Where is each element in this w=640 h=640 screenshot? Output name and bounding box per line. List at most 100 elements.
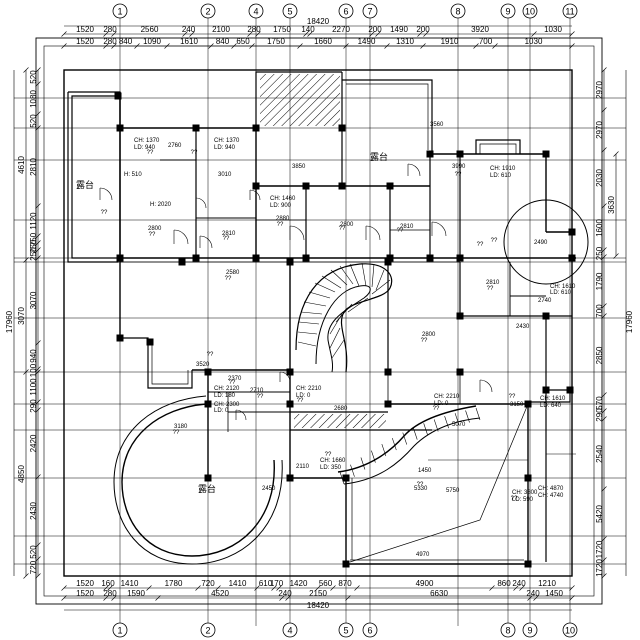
dimension-total: 17960 xyxy=(5,310,14,333)
column xyxy=(116,254,124,262)
dimension-value: 200 xyxy=(416,25,430,34)
dimension-value: 250 xyxy=(29,239,38,253)
dimension-value: 1410 xyxy=(229,579,247,588)
dimension-value: 1490 xyxy=(358,37,376,46)
axis-bubble-label: 9 xyxy=(505,7,510,17)
door-swing xyxy=(173,229,189,245)
axis-bubble-label: 1 xyxy=(117,626,122,636)
stair-tread xyxy=(454,413,460,426)
dimension-tick xyxy=(35,340,41,346)
note: LD: 0 xyxy=(434,401,449,407)
dimension-value: 2540 xyxy=(595,445,604,463)
spiral-stair xyxy=(295,262,393,373)
stair-tread xyxy=(347,297,369,313)
unknown-marker: ?? xyxy=(257,394,264,400)
dimension-tick xyxy=(249,43,255,49)
unknown-marker: ?? xyxy=(173,430,180,436)
dimension-value: 200 xyxy=(368,25,382,34)
dimension-value: 250 xyxy=(29,232,38,246)
doors xyxy=(99,163,493,421)
stair-tread xyxy=(329,327,341,349)
dimension-tick xyxy=(601,147,607,153)
dimension-tick xyxy=(601,486,607,492)
note: CH: 3800 xyxy=(512,490,538,496)
note: 3990 xyxy=(452,164,466,170)
dimension-tick xyxy=(23,369,29,375)
unknown-marker: ?? xyxy=(417,482,424,488)
stair-tread xyxy=(361,262,367,287)
dimension-tick xyxy=(601,416,607,422)
column xyxy=(252,254,260,262)
dimension-tick xyxy=(35,542,41,548)
dimension-tick xyxy=(315,585,321,591)
dimension-value: 1120 xyxy=(29,212,38,230)
column xyxy=(384,400,392,408)
dimension-value: 570 xyxy=(595,396,604,410)
door-arc xyxy=(365,225,381,241)
note: CH: 2210 xyxy=(296,386,322,392)
stair-tread xyxy=(297,341,317,347)
stair-tread xyxy=(402,432,408,445)
dimension-value: 1100 xyxy=(29,378,38,396)
dimension-tick xyxy=(254,585,260,591)
dimension-tick xyxy=(601,303,607,309)
dimension-value: 860 xyxy=(497,579,511,588)
axis-bubble-label: 2 xyxy=(205,7,210,17)
column xyxy=(342,474,350,482)
unknown-marker: ?? xyxy=(297,398,304,404)
dimension-total: 18420 xyxy=(307,601,330,610)
dimension-value: 2970 xyxy=(595,121,604,139)
room-terrace-sw: 露台 xyxy=(198,483,216,494)
dimension-tick xyxy=(384,43,390,49)
dimension-value: 3630 xyxy=(607,196,616,214)
note: 3520 xyxy=(196,362,210,368)
dimension-value: 1910 xyxy=(441,37,459,46)
dimension-tick xyxy=(35,247,41,253)
note: 2430 xyxy=(516,324,530,330)
dimension-tick xyxy=(513,585,519,591)
note: 5070 xyxy=(452,422,466,428)
dimension-tick xyxy=(569,585,575,591)
stair-tread xyxy=(375,269,385,291)
column xyxy=(302,254,310,262)
dimension-tick xyxy=(297,43,303,49)
room-terrace-nw: 露台 xyxy=(76,179,94,190)
note: 2490 xyxy=(534,240,548,246)
dimension-value: 700 xyxy=(479,37,493,46)
note: H: 510 xyxy=(124,172,142,178)
note: LD: 610 xyxy=(490,173,512,179)
column xyxy=(302,182,310,190)
dimension-value: 520 xyxy=(29,114,38,128)
note: LD: 180 xyxy=(214,393,236,399)
door-arc xyxy=(279,371,291,383)
axis-bubble xyxy=(200,3,216,19)
dimension-tick xyxy=(330,585,336,591)
note: 1450 xyxy=(418,468,432,474)
column xyxy=(116,124,124,132)
door-swing xyxy=(99,187,113,201)
axis-bubble xyxy=(450,3,466,19)
column xyxy=(524,400,532,408)
dimension-tick xyxy=(215,585,221,591)
column xyxy=(386,182,394,190)
column xyxy=(426,254,434,262)
note: LD: 0 xyxy=(214,408,229,414)
axis-bubble xyxy=(522,622,538,638)
column xyxy=(338,124,346,132)
dimension-tick xyxy=(35,474,41,480)
note: LD: 610 xyxy=(550,290,572,296)
dimension-value: 720 xyxy=(201,579,215,588)
stair-tread xyxy=(329,313,343,335)
note: CH: 2300 xyxy=(214,402,240,408)
dimension-tick xyxy=(569,595,575,601)
column xyxy=(342,560,350,568)
dimension-value: 1090 xyxy=(143,37,161,46)
dimension-tick xyxy=(23,257,29,263)
stair-tread xyxy=(349,263,360,287)
column xyxy=(204,368,212,376)
stair-tread xyxy=(339,265,354,285)
note: 3150 xyxy=(510,402,524,408)
dimension-tick xyxy=(417,31,423,37)
dimension-value: 4850 xyxy=(17,465,26,483)
